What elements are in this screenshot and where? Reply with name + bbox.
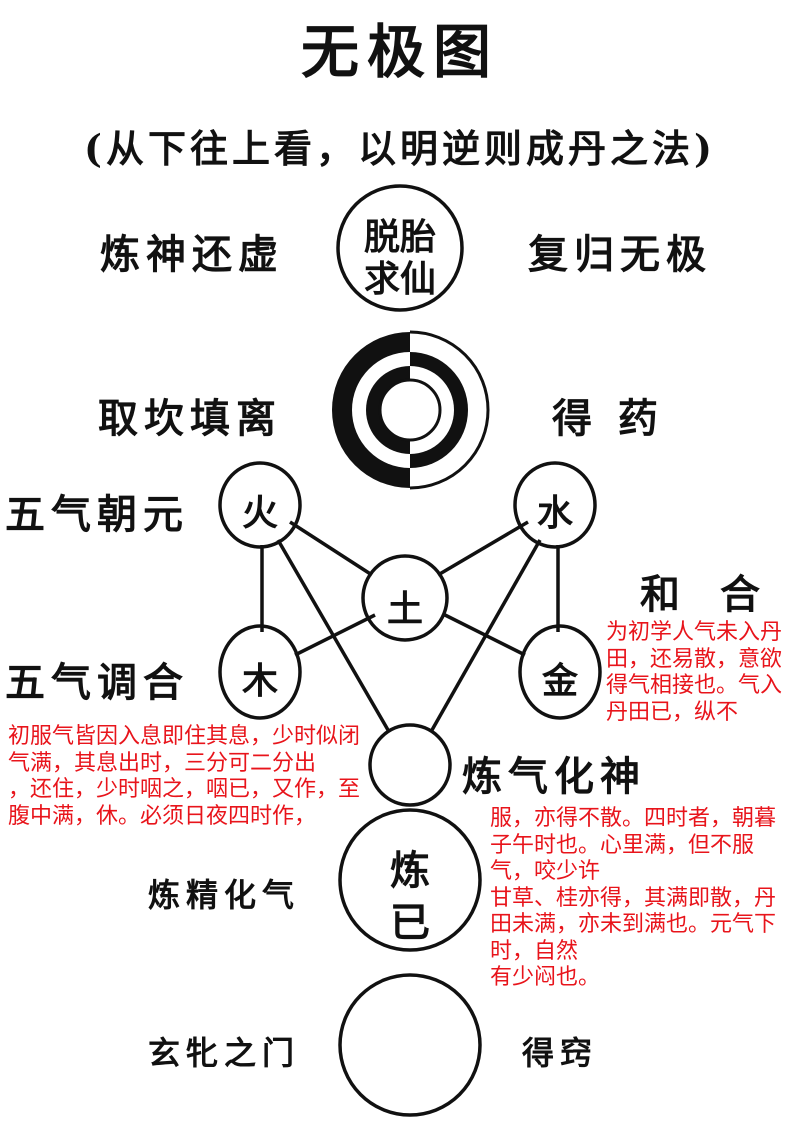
line-wood-earth [294, 613, 376, 657]
note-line: 为初学人气未入丹田，还易散，意欲得气相接也。气入丹田已，纵不 [606, 620, 783, 725]
label-top-right: 复归无极 [528, 231, 712, 278]
label-top-left: 炼神还虚 [100, 231, 284, 278]
label-xuanpin: 玄牝之门 [148, 1034, 301, 1072]
red-annotation-part1: 初服气皆因入息即住其息，少时似闭气满，其息出时，三分可二分出 ，还住，少时咽之，… [8, 724, 364, 830]
label-kanli-right: 得 药 [552, 395, 664, 442]
circle-top [336, 184, 464, 312]
wood-char: 木 [241, 660, 278, 702]
earth-char: 土 [386, 588, 423, 630]
label-de-qiao: 得窍 [522, 1034, 599, 1072]
top-circle-line2: 求仙 [363, 258, 436, 300]
lianji-line2: 已 [390, 899, 430, 946]
label-kanli-left: 取坎填离 [98, 395, 282, 442]
note-line: 有少闷也。 [490, 965, 601, 990]
subtitle: (从下往上看，以明逆则成丹之法) [84, 126, 716, 171]
note-line: ，还住，少时咽之，咽已，又作，至腹中满，休。必须日夜四时作， [8, 777, 361, 829]
line-metal-earth [444, 613, 526, 657]
note-line: 甘草、桂亦得，其满即散，丹田未满，亦未到满也。元气下时，自然 [490, 885, 777, 964]
circle-lower [368, 723, 452, 807]
line-water-earth [437, 520, 529, 577]
lianji-line1: 炼 [390, 847, 430, 894]
circle-water [513, 461, 597, 549]
circle-fire [218, 461, 302, 549]
page-title: 无极图 [300, 18, 499, 86]
note-line: 服，亦得不散。四时者，朝暮子午时也。心里满，但不服气，咬少许 [490, 806, 777, 884]
note-line: 初服气皆因入息即住其息，少时似闭气满，其息出时，三分可二分出 [8, 724, 361, 776]
label-qi-to-shen: 炼气化神 [462, 753, 646, 800]
circle-wood [218, 624, 302, 720]
metal-char: 金 [541, 660, 578, 702]
label-harmony: 和合 [640, 571, 800, 618]
kanli-symbol [332, 330, 490, 490]
circle-metal [518, 624, 602, 720]
label-five-qi-harmony: 五气调合 [5, 659, 189, 706]
label-jing-to-qi: 炼精化气 [148, 876, 301, 914]
fire-char: 火 [241, 492, 278, 534]
red-annotation-part2: 为初学人气未入丹田，还易散，意欲得气相接也。气入丹田已，纵不 [606, 620, 796, 726]
line-fire-earth [289, 520, 373, 577]
red-annotation-part3: 服，亦得不散。四时者，朝暮子午时也。心里满，但不服气，咬少许 甘草、桂亦得，其满… [490, 806, 790, 992]
circle-lianji [338, 808, 482, 952]
circle-earth [361, 554, 449, 642]
top-circle-line1: 脱胎 [363, 216, 436, 258]
label-five-qi: 五气朝元 [5, 491, 189, 538]
circle-xuanpin [338, 973, 482, 1117]
water-char: 水 [536, 492, 573, 534]
